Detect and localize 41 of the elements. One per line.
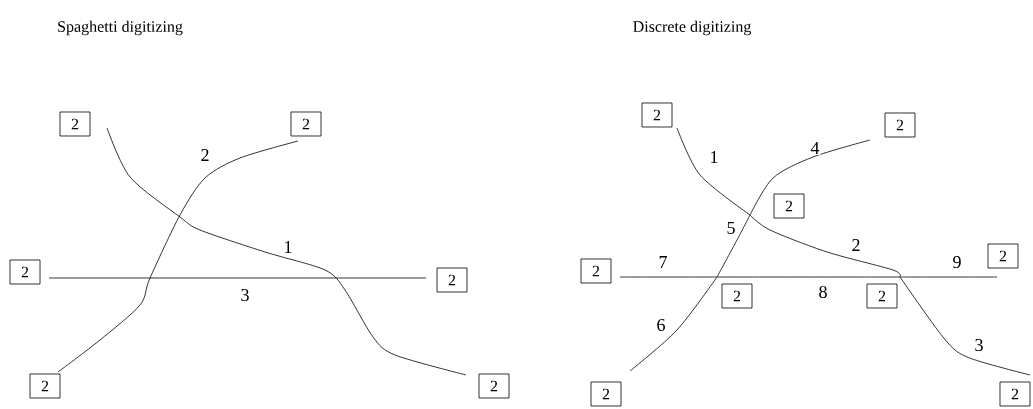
edge-label: 2 <box>850 238 862 252</box>
edge-label: 8 <box>817 284 829 300</box>
edge-label: 3 <box>239 287 251 303</box>
digit-box: 2 <box>999 381 1031 407</box>
panel-title: Discrete digitizing <box>633 20 752 36</box>
edge-label: 1 <box>708 150 720 164</box>
line <box>716 214 751 278</box>
digit-box: 2 <box>773 193 805 219</box>
line <box>48 277 427 279</box>
digit-box: 2 <box>721 283 753 309</box>
line <box>619 276 718 278</box>
line <box>899 276 1031 376</box>
line <box>676 127 751 216</box>
line <box>716 276 901 278</box>
digit-box: 2 <box>436 267 468 293</box>
edge-label: 7 <box>657 255 669 269</box>
panel-title: Spaghetti digitizing <box>58 20 183 36</box>
digit-box: 2 <box>290 111 322 137</box>
digit-box: 2 <box>641 102 673 128</box>
line <box>57 140 299 373</box>
digit-box: 2 <box>580 258 612 284</box>
digit-box: 2 <box>866 283 898 309</box>
digit-box: 2 <box>590 381 622 407</box>
line <box>899 276 998 278</box>
edge-label: 9 <box>951 254 963 270</box>
digit-box: 2 <box>884 112 916 138</box>
edge-label: 1 <box>282 240 294 254</box>
edge-label: 4 <box>809 141 821 155</box>
edge-label: 6 <box>655 317 667 333</box>
line <box>629 276 718 372</box>
digit-box: 2 <box>478 373 510 399</box>
digit-box: 2 <box>59 111 91 137</box>
edge-label: 3 <box>973 337 985 353</box>
digit-box: 2 <box>9 259 41 285</box>
digit-box: 2 <box>987 243 1019 269</box>
line <box>749 214 901 278</box>
line <box>106 127 467 376</box>
digit-box: 2 <box>29 373 61 399</box>
edge-label: 5 <box>725 221 737 235</box>
edge-label: 2 <box>199 148 211 162</box>
line <box>749 139 871 216</box>
